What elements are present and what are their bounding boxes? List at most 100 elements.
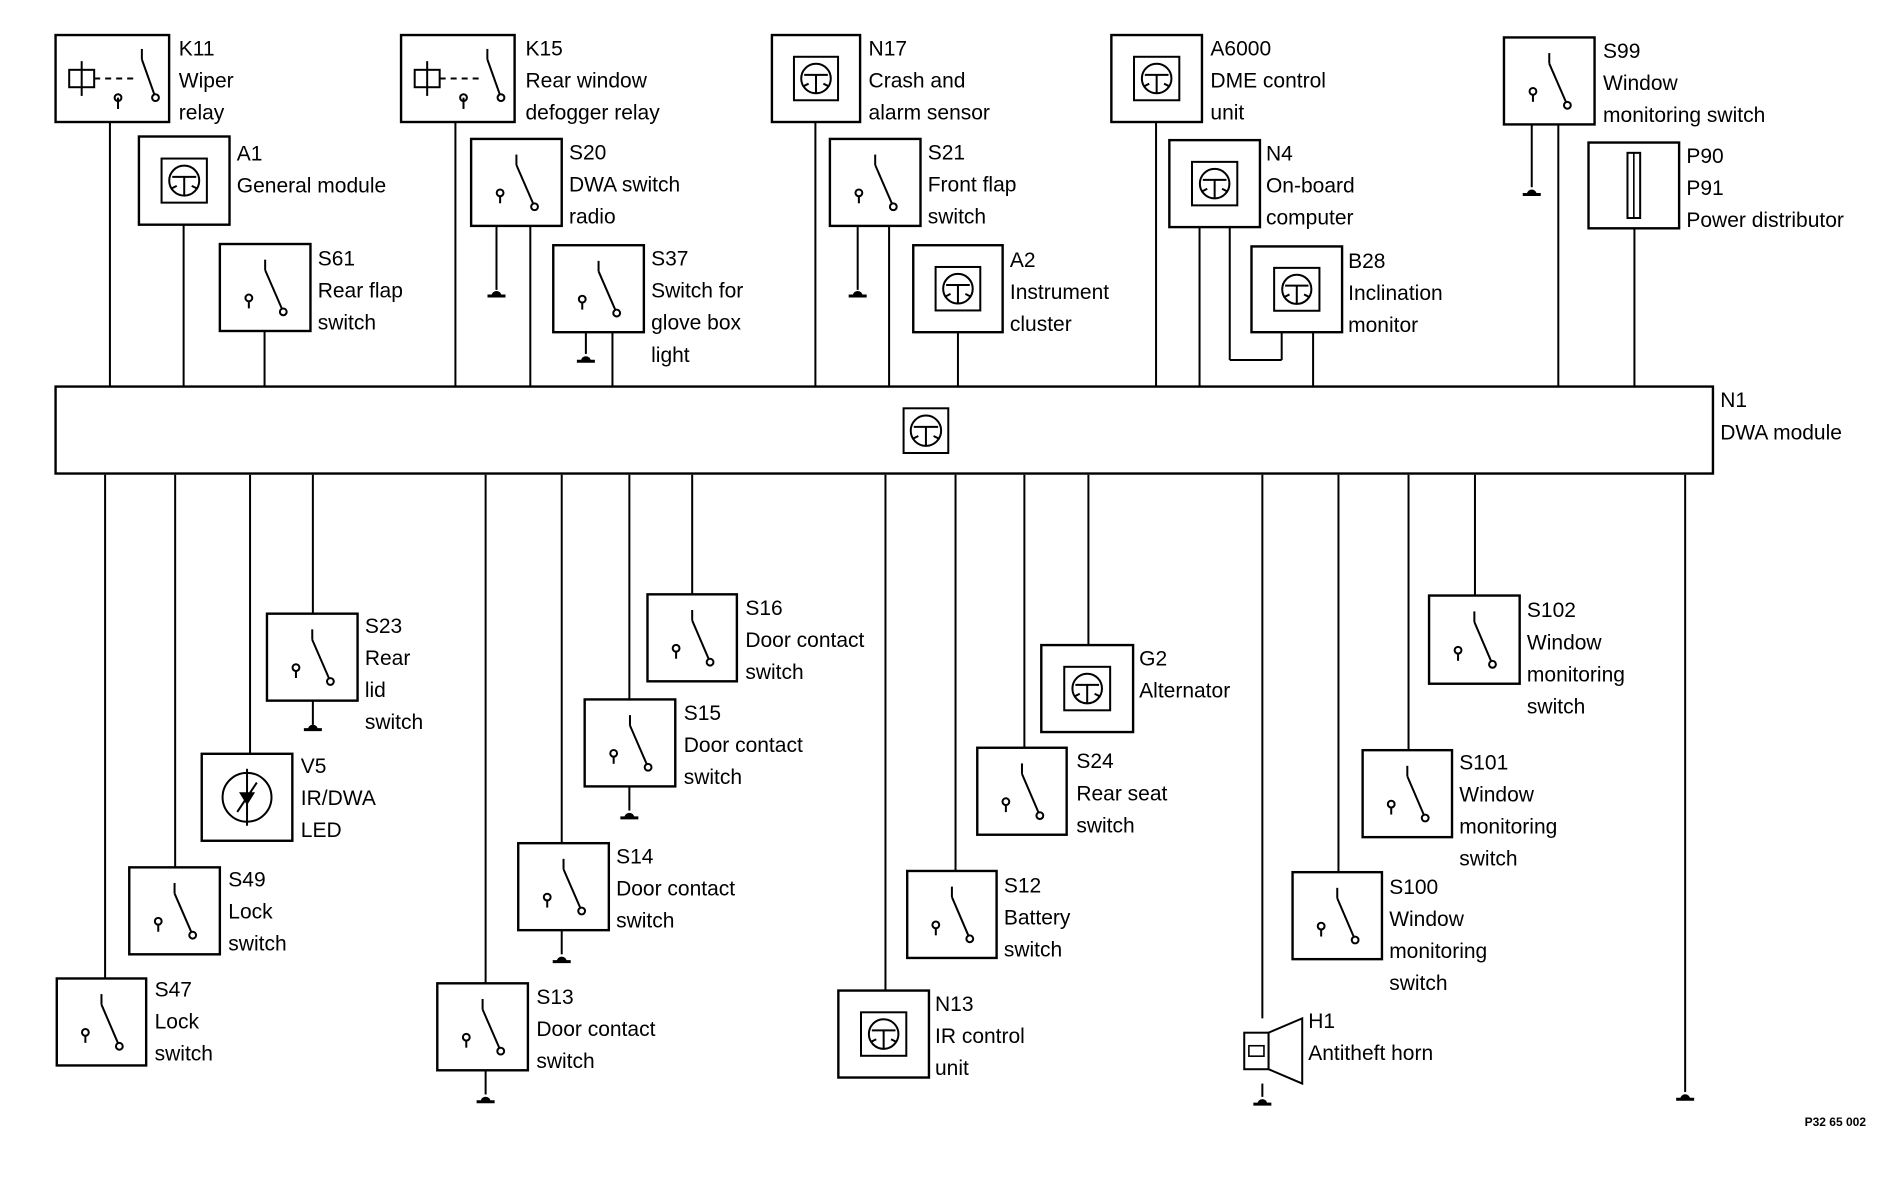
label-line: Inclination [1348, 282, 1443, 305]
label-line: Front flap [928, 173, 1017, 196]
ground-icon [576, 356, 595, 363]
label-line: S20 [569, 141, 606, 164]
label-line: switch [1004, 939, 1062, 962]
component-b28 [1250, 245, 1344, 334]
label-line: S49 [228, 869, 265, 892]
label-line: light [651, 344, 690, 367]
dwa-module-bus [54, 385, 1715, 475]
ground-icon [476, 1096, 495, 1104]
grounds [303, 189, 1695, 1106]
component-s20 [469, 137, 563, 228]
ground-icon [487, 290, 506, 298]
ground-icon [303, 724, 322, 732]
ground-icon [552, 956, 571, 964]
label-line: N1 [1720, 389, 1747, 412]
label-line: Switch for [651, 280, 743, 303]
label-line: Lock [228, 901, 273, 924]
component-v5 [200, 752, 294, 842]
control-unit-icon [934, 265, 982, 312]
label-line: S21 [928, 141, 965, 164]
label-line: S15 [684, 702, 721, 725]
label-line: defogger relay [525, 102, 660, 125]
component-s14 [517, 841, 611, 932]
label-line: Window [1389, 908, 1465, 931]
label-line: S14 [616, 846, 654, 869]
component-s13 [436, 982, 530, 1072]
label-line: P91 [1686, 177, 1723, 200]
label-line: monitoring [1527, 663, 1625, 686]
control-unit-icon [1133, 55, 1181, 102]
label-line: V5 [301, 755, 327, 778]
label-line: S99 [1603, 40, 1640, 63]
component-s100 [1291, 870, 1384, 961]
component-s24 [976, 746, 1068, 836]
component-s15 [583, 698, 677, 788]
component-a6000 [1110, 33, 1204, 124]
label-line: G2 [1139, 648, 1167, 671]
label-line: DME control [1210, 70, 1326, 93]
label-line: switch [928, 205, 986, 228]
label-line: Battery [1004, 907, 1071, 930]
label-line: Door contact [684, 734, 803, 757]
label-line: Lock [155, 1011, 200, 1034]
component-a1 [137, 135, 231, 226]
label-line: N13 [935, 993, 974, 1016]
label-line: monitoring [1459, 815, 1557, 838]
label-line: H1 [1308, 1010, 1335, 1033]
label-line: S23 [365, 615, 402, 638]
component-p90 [1587, 141, 1681, 230]
control-unit-icon [1063, 665, 1112, 712]
component-a2 [912, 244, 1004, 334]
label-line: Rear flap [318, 280, 403, 303]
label-line: Door contact [745, 629, 864, 652]
label-line: switch [536, 1050, 594, 1073]
dwa-module-icon [902, 407, 950, 454]
component-s23 [265, 612, 359, 702]
label-line: Rear [365, 647, 411, 670]
control-unit-icon [860, 1011, 908, 1057]
component-s37 [552, 244, 646, 334]
label-line: switch [318, 312, 376, 335]
label-line: alarm sensor [869, 102, 990, 125]
label-line: cluster [1010, 313, 1072, 336]
component-s102 [1427, 594, 1521, 685]
label-line: switch [228, 933, 286, 956]
label-line: Antitheft horn [1308, 1042, 1433, 1065]
component-s16 [646, 593, 739, 683]
ground-icon [1253, 1099, 1272, 1106]
label-line: monitoring [1389, 940, 1487, 963]
label-line: A1 [237, 143, 263, 166]
component-g2 [1040, 643, 1135, 734]
label-line: switch [1459, 847, 1517, 870]
label-line: A2 [1010, 249, 1036, 272]
label-line: Power distributor [1686, 209, 1844, 232]
label-line: S37 [651, 248, 688, 271]
label-line: S13 [536, 986, 573, 1009]
label-line: unit [1210, 102, 1244, 125]
label-line: S101 [1459, 751, 1508, 774]
label-line: P90 [1686, 145, 1723, 168]
control-unit-icon [160, 157, 208, 204]
component-k11 [54, 33, 171, 124]
label-line: A6000 [1210, 38, 1271, 61]
label-line: General module [237, 175, 386, 198]
ground-icon [1676, 1094, 1695, 1101]
label-line: S12 [1004, 875, 1041, 898]
component-h1 [1243, 1016, 1304, 1086]
label-line: Window [1603, 72, 1679, 95]
